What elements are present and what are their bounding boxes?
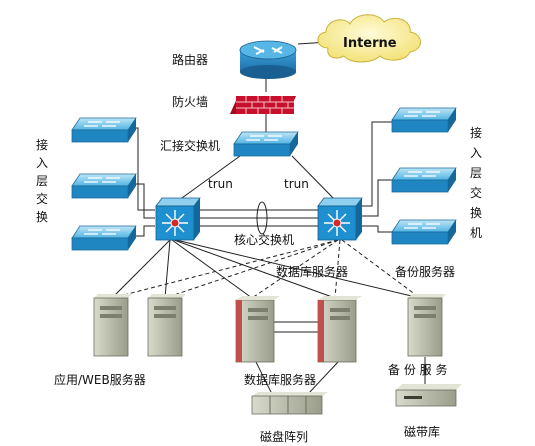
svg-text:接: 接 bbox=[36, 137, 48, 152]
router-label: 路由器 bbox=[172, 52, 208, 67]
tape-library-icon bbox=[395, 384, 462, 407]
svg-text:换: 换 bbox=[36, 210, 48, 224]
aggregation-switch-label: 汇接交换机 bbox=[160, 138, 220, 153]
access-layer-label-left: 接 入 层 交 换 bbox=[36, 137, 48, 224]
internet-cloud-icon bbox=[317, 14, 421, 63]
db-disk-links bbox=[255, 361, 339, 395]
access-switch-right-1-icon bbox=[391, 107, 457, 133]
access-switch-left-3-icon bbox=[71, 225, 137, 251]
link-access-right-3 bbox=[360, 225, 392, 233]
trunk-label-left: trun bbox=[208, 177, 233, 191]
link-core-backup bbox=[175, 239, 421, 299]
svg-text:层: 层 bbox=[36, 174, 48, 188]
firewall-icon bbox=[230, 96, 296, 114]
router-icon bbox=[239, 40, 297, 79]
backup-server-icon bbox=[407, 294, 446, 357]
links-dashed bbox=[111, 239, 421, 299]
app-web-server-label: 应用/WEB服务器 bbox=[54, 372, 146, 387]
link-access-left-1 bbox=[128, 127, 155, 211]
link-core-app1 bbox=[111, 239, 171, 299]
svg-text:层: 层 bbox=[470, 166, 482, 180]
tape-library-label: 磁带库 bbox=[404, 424, 440, 439]
link-core-db1 bbox=[171, 239, 253, 299]
db-server-label-bottom: 数据库服务器 bbox=[244, 372, 316, 387]
db-server-label-top: 数据库服务器 bbox=[276, 264, 348, 279]
svg-text:接: 接 bbox=[470, 125, 482, 140]
svg-text:入: 入 bbox=[36, 156, 48, 170]
aggregation-switch-icon bbox=[233, 131, 299, 157]
link-core2-backup bbox=[341, 239, 421, 299]
access-switch-left-1-icon bbox=[71, 117, 137, 143]
link-core2-db1 bbox=[251, 239, 339, 299]
backup-service-label: 备 份 服 务 bbox=[388, 362, 447, 377]
svg-text:入: 入 bbox=[470, 146, 482, 160]
firewall-label: 防火墙 bbox=[172, 94, 208, 109]
link-agg-core-right bbox=[291, 155, 339, 204]
trunk-label-right: trun bbox=[284, 177, 309, 191]
app-web-server-1-icon bbox=[93, 294, 132, 357]
core-switch-right-icon bbox=[317, 197, 363, 241]
svg-text:换: 换 bbox=[470, 206, 482, 220]
svg-text:交: 交 bbox=[470, 185, 482, 200]
link-access-right-2 bbox=[360, 179, 392, 217]
link-core-app2 bbox=[164, 239, 171, 299]
disk-array-label: 磁盘阵列 bbox=[260, 429, 308, 444]
app-web-server-2-icon bbox=[147, 294, 186, 357]
db-cluster-links bbox=[272, 321, 318, 333]
link-core2-db2 bbox=[334, 239, 341, 299]
link-core2-app2 bbox=[164, 239, 339, 299]
db-server-1-icon bbox=[235, 296, 280, 363]
disk-array-icon bbox=[251, 392, 328, 415]
link-agg-core-left bbox=[174, 155, 241, 204]
backup-server-label-top: 备份服务器 bbox=[395, 264, 455, 279]
access-switch-right-3-icon bbox=[391, 219, 457, 245]
access-switch-right-2-icon bbox=[391, 167, 457, 193]
access-layer-label-right: 接 入 层 交 换 机 bbox=[470, 125, 482, 240]
internet-label: Interne bbox=[343, 36, 397, 51]
svg-text:机: 机 bbox=[470, 226, 482, 240]
link-access-right-1 bbox=[360, 121, 392, 207]
db-server-2-icon bbox=[317, 296, 362, 363]
access-switch-left-2-icon bbox=[71, 173, 137, 199]
link-core-db2 bbox=[173, 239, 336, 299]
core-switch-left-icon bbox=[155, 197, 201, 241]
link-core2-app1 bbox=[111, 239, 339, 299]
link-aggregation-marker bbox=[256, 201, 268, 235]
svg-text:交: 交 bbox=[36, 191, 48, 206]
links bbox=[111, 41, 421, 299]
core-switch-label: 核心交换机 bbox=[234, 232, 294, 247]
